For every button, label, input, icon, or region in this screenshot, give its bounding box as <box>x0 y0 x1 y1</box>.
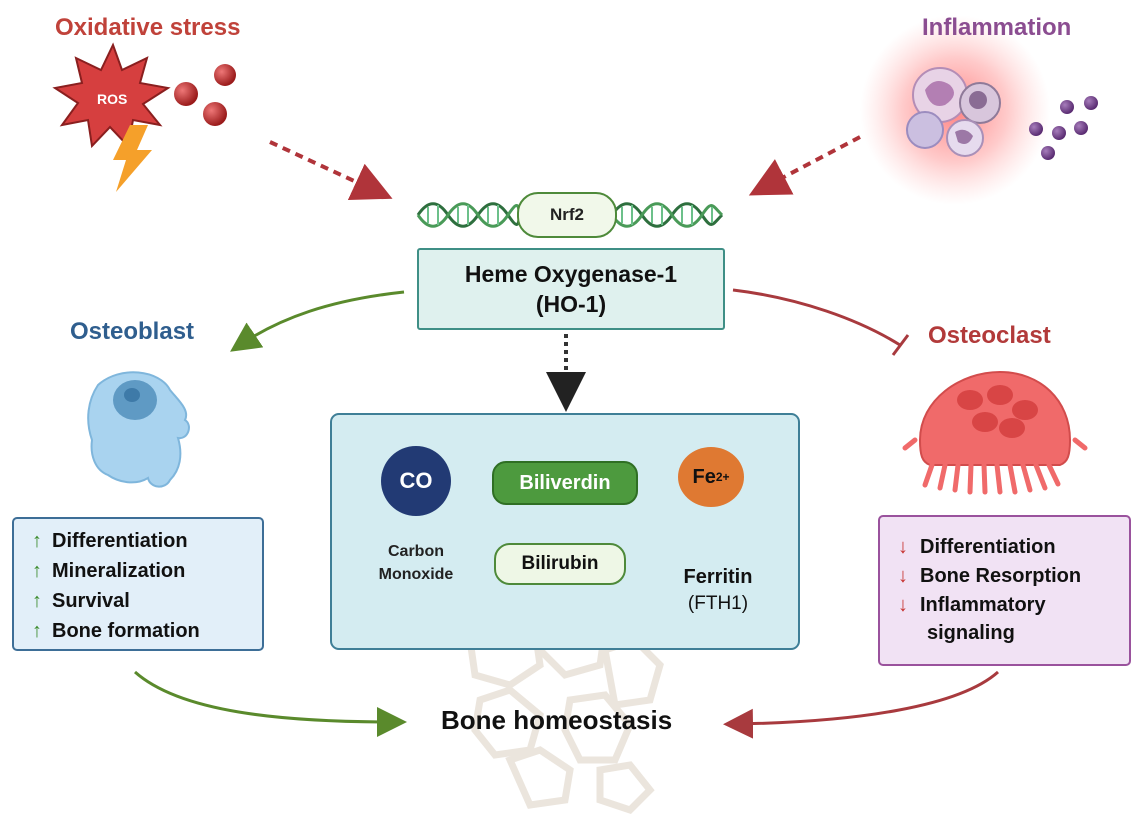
osteoblast-effect: ↑ Bone formation <box>32 620 200 643</box>
osteoblast-cell-icon <box>87 371 190 488</box>
ho1-name: Heme Oxygenase-1 <box>464 261 678 287</box>
co-symbol: CO <box>399 468 433 493</box>
inflammation-label: Inflammation <box>922 14 1072 41</box>
lightning-bolt-icon <box>113 125 152 192</box>
co-label-line1: Carbon <box>388 543 444 560</box>
nrf2-label: Nrf2 <box>549 205 584 224</box>
up-arrow-icon: ↑ <box>32 590 42 612</box>
dna-helix-icon <box>416 202 724 228</box>
co-node: CO <box>381 446 451 516</box>
effect-label: Inflammatory <box>920 594 1046 616</box>
bilirubin-label: Bilirubin <box>521 553 599 574</box>
osteoblast-label: Osteoblast <box>70 318 195 345</box>
osteoblast-to-homeostasis-arrow <box>134 670 407 737</box>
oxidative-stress-label: Oxidative stress <box>55 14 241 41</box>
ros-burst-icon <box>52 42 171 149</box>
osteoblast-effect: ↑ Survival <box>32 590 130 613</box>
osteoblast-effect: ↑ Differentiation <box>32 530 188 553</box>
effect-label: Differentiation <box>52 530 188 552</box>
effect-label: Mineralization <box>52 560 186 582</box>
down-arrow-icon: ↓ <box>898 594 908 616</box>
iron-charge: 2+ <box>715 470 730 484</box>
down-arrow-icon: ↓ <box>898 536 908 558</box>
biliverdin-node: Biliverdin <box>492 461 638 505</box>
up-arrow-icon: ↑ <box>32 620 42 642</box>
osteoclast-to-homeostasis-arrow <box>723 670 999 739</box>
ho1-abbrev: (HO-1) <box>535 291 607 317</box>
osteoclast-effects-box: ↓ Differentiation ↓ Bone Resorption ↓ Infla… <box>878 515 1131 666</box>
inflammation-to-nrf2-arrow <box>748 135 861 196</box>
osteoclast-effect: ↓ Inflammatory <box>898 594 1046 617</box>
osteoblast-effect: ↑ Mineralization <box>32 560 185 583</box>
osteoclast-effect: ↓ Differentiation <box>898 536 1056 559</box>
up-arrow-icon: ↑ <box>32 560 42 582</box>
ferritin-label: Ferritin <box>683 566 753 588</box>
co-label-line2: Monoxide <box>378 566 454 583</box>
ros-molecules-icon <box>174 64 236 126</box>
osteoclast-label: Osteoclast <box>928 322 1051 349</box>
down-arrow-icon: ↓ <box>898 565 908 587</box>
osteoclast-effect: ↓ Bone Resorption <box>898 565 1081 588</box>
bilirubin-node: Bilirubin <box>494 543 626 585</box>
bone-homeostasis-label: Bone homeostasis <box>441 705 673 735</box>
osteoclast-cell-icon <box>902 370 1088 495</box>
osteoclast-effect-continuation: signaling <box>927 622 1015 644</box>
cytokines-icon <box>1029 96 1098 160</box>
ho1-box: Heme Oxygenase-1 (HO-1) <box>417 248 725 330</box>
inhibit-bar <box>891 334 910 356</box>
effect-label: Bone formation <box>52 620 200 642</box>
osteoblast-effects-box: ↑ Differentiation ↑ Mineralization ↑ Surviv… <box>12 517 264 651</box>
up-arrow-icon: ↑ <box>32 530 42 552</box>
co-label: Carbon Monoxide <box>358 540 474 586</box>
effect-label: Differentiation <box>920 536 1056 558</box>
immune-cells-icon <box>860 15 1050 205</box>
ferritin-gene-label: (FTH1) <box>687 593 749 614</box>
nrf2-node: Nrf2 <box>517 192 617 238</box>
ho1-to-osteoclast-inhibit <box>732 288 901 347</box>
ho1-to-osteoblast-arrow <box>230 290 405 352</box>
oxidative-to-nrf2-arrow <box>269 140 393 201</box>
effect-label: Bone Resorption <box>920 565 1082 587</box>
biliverdin-label: Biliverdin <box>519 471 611 494</box>
ros-label: ROS <box>97 91 128 107</box>
iron-symbol: Fe <box>692 465 716 488</box>
effect-label: Survival <box>52 590 130 612</box>
